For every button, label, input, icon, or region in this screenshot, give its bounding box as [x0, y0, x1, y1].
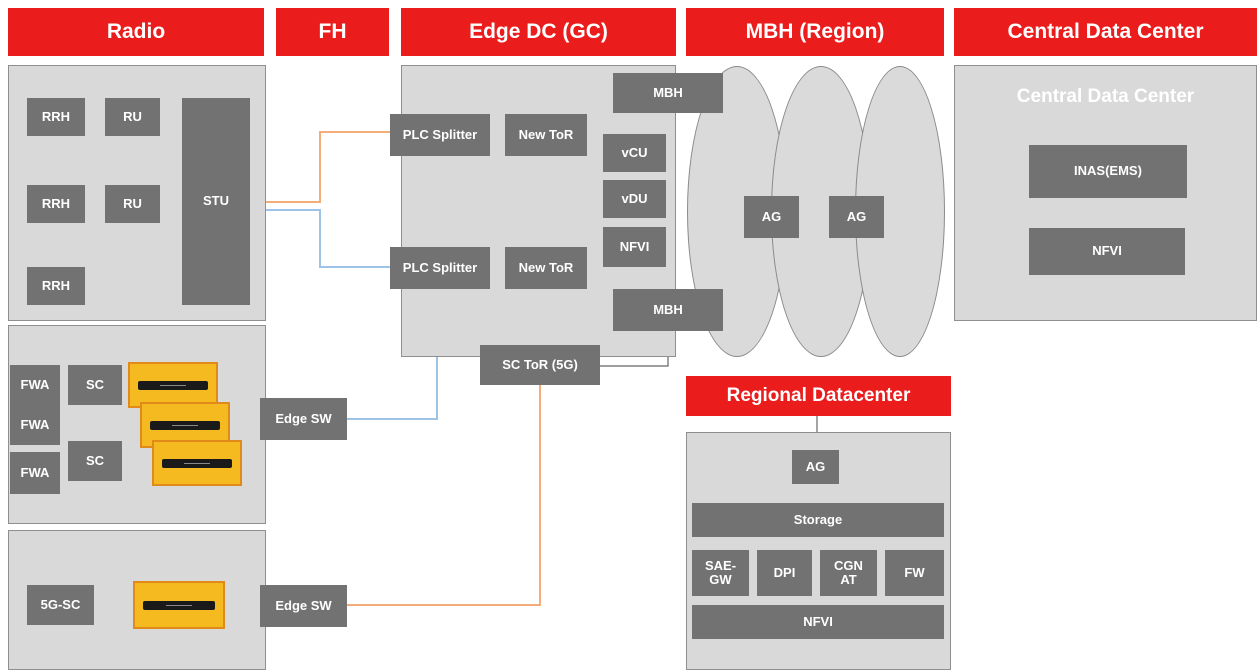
mbh-box-1[interactable]: MBH	[613, 73, 723, 113]
ru-box-1[interactable]: RU	[105, 98, 160, 136]
new-tor-box-2[interactable]: New ToR	[505, 247, 587, 289]
storage-box[interactable]: Storage	[692, 503, 944, 537]
nfvi-box-edge[interactable]: NFVI	[603, 227, 666, 267]
ag-box-regional[interactable]: AG	[792, 450, 839, 484]
cgnat-box[interactable]: CGN AT	[820, 550, 877, 596]
fwa-box-3[interactable]: FWA	[10, 452, 60, 494]
small-cell-device-3	[152, 440, 242, 486]
inas-ems-box[interactable]: INAS(EMS)	[1029, 145, 1187, 198]
nfvi-box-regional[interactable]: NFVI	[692, 605, 944, 639]
central-dc-title: Central Data Center	[1016, 86, 1195, 107]
nfvi-box-central[interactable]: NFVI	[1029, 228, 1185, 275]
dpi-box[interactable]: DPI	[757, 550, 812, 596]
small-cell-device-1	[128, 362, 218, 408]
new-tor-box-1[interactable]: New ToR	[505, 114, 587, 156]
stu-box[interactable]: STU	[182, 98, 250, 305]
sc-box-1[interactable]: SC	[68, 365, 122, 405]
plc-splitter-box-2[interactable]: PLC Splitter	[390, 247, 490, 289]
sc-box-2[interactable]: SC	[68, 441, 122, 481]
header-central-data-center: Central Data Center	[954, 8, 1257, 56]
rrh-box-3[interactable]: RRH	[27, 267, 85, 305]
5g-sc-box[interactable]: 5G-SC	[27, 585, 94, 625]
ru-box-2[interactable]: RU	[105, 185, 160, 223]
rrh-box-2[interactable]: RRH	[27, 185, 85, 223]
header-fh: FH	[276, 8, 389, 56]
sc-tor-5g-box[interactable]: SC ToR (5G)	[480, 345, 600, 385]
mbh-box-2[interactable]: MBH	[613, 289, 723, 331]
fwa-box-2[interactable]: FWA	[10, 405, 60, 445]
fw-box[interactable]: FW	[885, 550, 944, 596]
vcu-box[interactable]: vCU	[603, 134, 666, 172]
header-radio: Radio	[8, 8, 264, 56]
ag-box-2[interactable]: AG	[829, 196, 884, 238]
header-edge-dc: Edge DC (GC)	[401, 8, 676, 56]
header-mbh-region: MBH (Region)	[686, 8, 944, 56]
vdu-box[interactable]: vDU	[603, 180, 666, 218]
edge-sw-box-2[interactable]: Edge SW	[260, 585, 347, 627]
edge-sw-box-1[interactable]: Edge SW	[260, 398, 347, 440]
fwa-box-1[interactable]: FWA	[10, 365, 60, 405]
header-regional-datacenter: Regional Datacenter	[686, 376, 951, 416]
sae-gw-box[interactable]: SAE-GW	[692, 550, 749, 596]
rrh-box-1[interactable]: RRH	[27, 98, 85, 136]
ag-box-1[interactable]: AG	[744, 196, 799, 238]
plc-splitter-box-1[interactable]: PLC Splitter	[390, 114, 490, 156]
small-cell-device-5g	[133, 581, 225, 629]
